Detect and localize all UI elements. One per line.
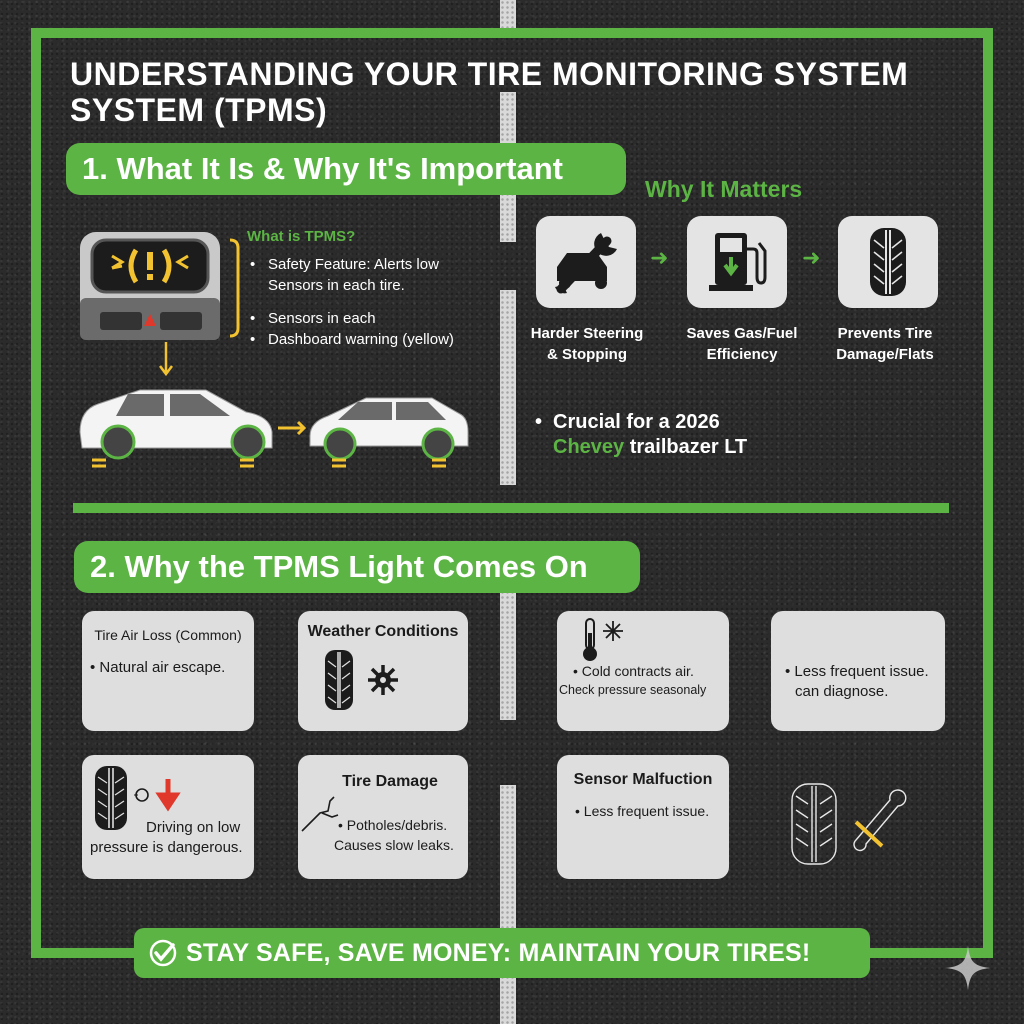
card-tire-air-loss: Tire Air Loss (Common) • Natural air esc… <box>82 611 254 731</box>
card-text: • Less frequent issue. <box>785 663 929 680</box>
card-sensor-malfunction: Sensor Malfuction • Less frequent issue. <box>557 755 729 879</box>
section-divider <box>73 503 949 513</box>
lane-dash <box>500 590 516 720</box>
car-wrench-icon <box>555 233 617 294</box>
card-title: Sensor Malfuction <box>573 771 713 788</box>
card-text: pressure is dangerous. <box>90 839 243 856</box>
card-title: Tire Damage <box>342 773 438 790</box>
card-text: • Cold contracts air. <box>573 663 694 679</box>
card-text: Causes slow leaks. <box>334 837 454 853</box>
crack-icon <box>301 796 339 832</box>
card-text: • Less frequent issue. <box>575 803 710 819</box>
cars-illustration <box>78 380 478 475</box>
card-text: • Natural air escape. <box>90 659 226 676</box>
card-title: Weather Conditions <box>307 623 459 640</box>
tpms-dashboard-illustration <box>78 228 248 383</box>
card-tire-damage: Tire Damage • Potholes/debris. Causes sl… <box>298 755 468 879</box>
sun-gear-icon <box>368 665 398 695</box>
tire-tread-icon <box>325 650 353 710</box>
fuel-pump-icon <box>709 233 767 291</box>
checkmark-circle-icon <box>148 938 178 968</box>
list-item: Sensors in each <box>250 308 454 329</box>
banner-text: STAY SAFE, SAVE MONEY: MAINTAIN YOUR TIR… <box>186 938 811 967</box>
wrench-crossed-icon <box>853 789 907 852</box>
card-weather-conditions: Weather Conditions <box>298 611 468 731</box>
section2-heading: 2. Why the TPMS Light Comes On <box>74 541 640 593</box>
card-text: • Potholes/debris. <box>338 817 448 833</box>
crucial-note: •Crucial for a 2026 Chevey trailbazer LT <box>535 411 748 458</box>
air-puff-down-arrow-icon <box>134 779 181 812</box>
card-cold-weather: • Cold contracts air. Check pressure sea… <box>557 611 729 731</box>
card-title: Tire Air Loss (Common) <box>94 627 242 643</box>
vehicle-model: trailbazer LT <box>629 436 748 458</box>
arrow-right-icon: ➜ <box>650 245 669 270</box>
footer-banner: STAY SAFE, SAVE MONEY: MAINTAIN YOUR TIR… <box>134 928 870 978</box>
card-text: Check pressure seasonaly <box>559 683 707 697</box>
vehicle-brand: Chevey <box>553 436 625 458</box>
fuel-pump-icon-box <box>687 216 787 308</box>
car-left-icon <box>79 389 273 468</box>
tpms-warning-icon <box>80 232 240 377</box>
sparkle-icon <box>944 944 992 997</box>
car-wrench-icon-box <box>536 216 636 308</box>
tire-outline-icon <box>791 783 837 865</box>
tire-tread-icon <box>95 766 127 830</box>
tire-tread-icon <box>870 228 906 296</box>
tire-wrench-outline-icons <box>790 780 910 875</box>
car-right-icon <box>309 397 469 468</box>
card-low-pressure: Driving on low pressure is dangerous. <box>82 755 254 879</box>
card-text: can diagnose. <box>795 683 889 700</box>
what-is-tpms-heading: What is TPMS? <box>247 228 356 245</box>
page-title: UNDERSTANDING YOUR TIRE MONITORING SYSTE… <box>70 56 909 128</box>
lane-dash <box>500 0 516 28</box>
tire-tread-icon-box <box>838 216 938 308</box>
section1-heading: 1. What It Is & Why It's Important <box>66 143 626 195</box>
card-less-frequent: • Less frequent issue. can diagnose. <box>771 611 945 731</box>
lane-dash <box>500 290 516 485</box>
thermometer-snowflake-icon <box>583 618 623 661</box>
why-matters-caption: Harder Steering& Stopping <box>530 325 644 363</box>
card-text: Driving on low <box>146 819 241 836</box>
arrow-right-icon: ➜ <box>802 245 821 270</box>
list-item: Dashboard warning (yellow) <box>250 329 454 350</box>
why-it-matters-heading: Why It Matters <box>645 176 803 202</box>
